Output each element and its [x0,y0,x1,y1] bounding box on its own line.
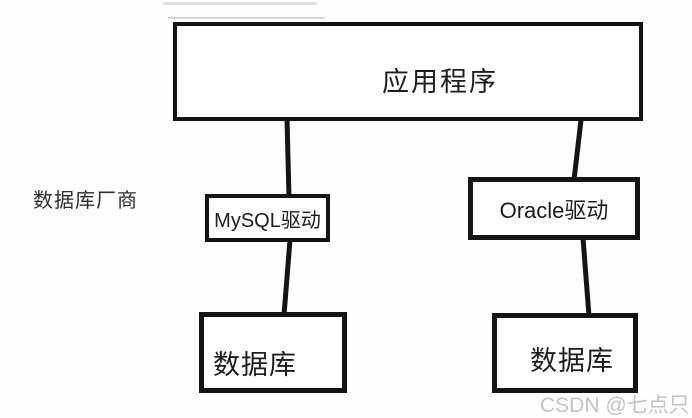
node-mysql-driver-label: MySQL驱动 [214,209,321,232]
cropped-artifact-line-top [163,2,317,5]
node-database-mysql: 数据库 [199,312,347,393]
node-mysql-driver: MySQL驱动 [205,194,330,242]
vendor-side-label: 数据库厂商 [33,190,138,212]
node-database-mysql-label: 数据库 [213,350,297,380]
edge-application-to-mysql_driver [284,118,292,198]
edge-application-to-oracle_driver [571,119,584,181]
node-oracle-driver: Oracle驱动 [468,177,640,240]
edge-mysql_driver-to-database_mysql [281,239,293,316]
csdn-watermark: CSDN @七点只 [540,394,690,417]
node-application-label: 应用程序 [382,67,498,97]
cropped-artifact-line-above-box [168,17,325,19]
node-database-oracle-label: 数据库 [530,345,614,376]
node-application: 应用程序 [173,22,643,121]
node-oracle-driver-label: Oracle驱动 [499,197,609,223]
node-database-oracle: 数据库 [492,313,638,393]
edge-oracle_driver-to-database_oracle [580,237,592,317]
